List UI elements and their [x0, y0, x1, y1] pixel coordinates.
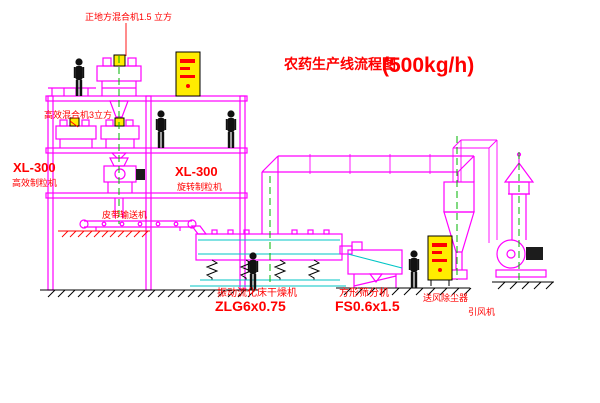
ground-line	[40, 289, 258, 298]
square-sieve	[339, 241, 403, 288]
drawing-title: 农药生产线流程图 (500kg/h)	[283, 54, 474, 77]
label-mixer-mid: 高效混合机3立方	[44, 109, 112, 120]
label-sieve-model: FS0.6x1.5	[335, 298, 400, 314]
belt-conveyor	[79, 219, 208, 235]
rotary-granulator	[103, 157, 145, 218]
cyclone-outlet-pipe	[452, 139, 498, 243]
title-main: 农药生产线流程图	[283, 56, 396, 72]
control-cabinet-top	[175, 51, 201, 97]
label-granulator-left-model: XL-300	[13, 160, 56, 175]
label-fan: 引风机	[468, 306, 495, 317]
induced-draft-fan	[492, 239, 554, 290]
label-granulator-mid-name: 旋转制粒机	[177, 181, 222, 192]
label-granulator-mid-model: XL-300	[175, 164, 218, 179]
label-granulator-left-name: 高效制粒机	[12, 177, 57, 188]
label-belt-conveyor: 皮带输送机	[102, 209, 147, 220]
exhaust-duct	[261, 154, 475, 234]
label-dust-collector: 送风除尘器	[423, 292, 468, 303]
title-capacity: (500kg/h)	[382, 54, 474, 77]
label-sieve-name: 方形筛分机	[339, 286, 389, 299]
label-dryer-model: ZLG6x0.75	[215, 298, 286, 314]
label-dryer-name: 振动流化床干燥机	[217, 286, 297, 299]
fluid-bed-dryer	[190, 229, 346, 287]
control-cabinet-dust	[427, 235, 453, 286]
right-ground-line	[336, 287, 472, 296]
label-mixer-top: 正地方混合机1.5 立方	[85, 11, 172, 22]
belt-foundation-hatch	[58, 230, 150, 238]
centerlines	[118, 56, 520, 286]
leader-lines	[69, 23, 127, 128]
